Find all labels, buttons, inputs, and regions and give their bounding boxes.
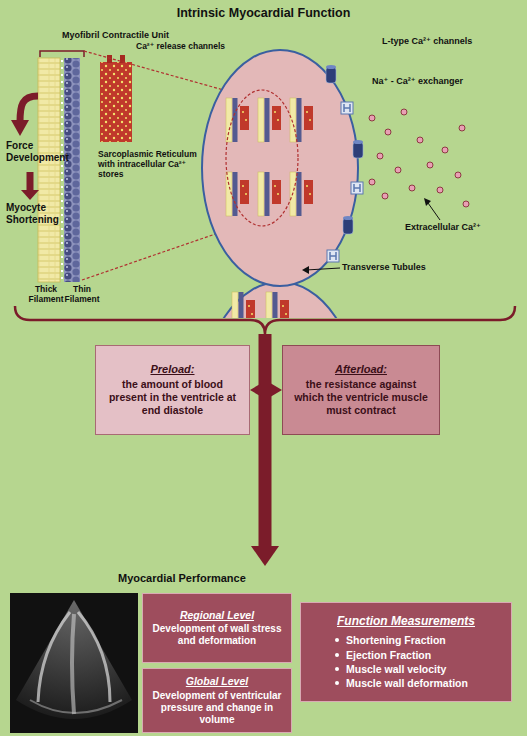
part-label: Extracellular Ca²⁺ — [405, 222, 515, 232]
myocyte-cell — [202, 282, 358, 318]
arrow-head — [424, 198, 431, 206]
zoom-outline — [226, 90, 298, 226]
part-label: Myocardial Performance — [118, 572, 278, 585]
box-heading: Function Measurements — [337, 614, 475, 628]
thick-filament — [38, 58, 60, 282]
box-heading: Afterload: — [335, 363, 387, 376]
arrow-head — [302, 266, 309, 274]
box-heading: Regional Level — [180, 609, 254, 622]
sarcomere-units — [226, 98, 313, 216]
zoom-line — [84, 51, 238, 94]
arrow-head — [21, 190, 39, 200]
sarcoplasmic-reticulum — [100, 62, 132, 142]
part-label: Myocyte Shortening — [6, 202, 70, 225]
release-channel — [107, 55, 112, 63]
list-item: Ejection Fraction — [335, 648, 431, 662]
box-body: Development of ventricular pressure and … — [151, 690, 283, 727]
part-label: L-type Ca²⁺ channels — [382, 36, 522, 46]
part-label: Na⁺ - Ca²⁺ exchanger — [372, 76, 512, 86]
box-heading: Global Level — [186, 675, 248, 688]
diagram-title: Intrinsic Myocardial Function — [0, 6, 527, 20]
calcium-ions — [369, 109, 469, 207]
list-item: Muscle wall deformation — [335, 676, 468, 690]
part-label: Thick Filament — [24, 285, 68, 305]
part-label: Transverse Tubules — [342, 262, 452, 272]
leader-line — [428, 203, 440, 220]
flow-arrow — [259, 334, 272, 548]
text-box: Afterload: the resistance against which t… — [282, 345, 440, 435]
arrow-head — [251, 546, 279, 566]
text-box: Regional LevelDevelopment of wall stress… — [142, 593, 292, 663]
exchangers — [327, 102, 363, 262]
double-arrow — [261, 387, 271, 393]
part-label: Force Development — [6, 140, 70, 163]
cross-bridges — [61, 60, 63, 280]
arrow-head — [11, 120, 29, 136]
box-body: the resistance against which the ventric… — [291, 378, 431, 416]
myocyte-cell — [202, 50, 358, 286]
list-item: Muscle wall velocity — [335, 662, 446, 676]
leader-line — [306, 268, 340, 270]
part-label: Sarcoplasmic Reticulum with intracellula… — [98, 150, 198, 179]
part-label: Ca²⁺ release channels — [136, 42, 231, 52]
text-box: Global LevelDevelopment of ventricular p… — [142, 668, 292, 733]
force-arrow — [20, 96, 38, 122]
unit-bracket — [40, 51, 84, 57]
box-body: the amount of blood present in the ventr… — [104, 378, 241, 416]
box-heading: Preload: — [150, 363, 194, 376]
l-type-channels — [326, 65, 363, 234]
box-body: Development of wall stress and deformati… — [151, 623, 283, 647]
echocardiogram-image — [10, 593, 138, 733]
curly-brace — [15, 306, 515, 334]
part-label: Thin Filament — [62, 285, 102, 305]
thin-filament — [64, 58, 80, 282]
text-box: Function MeasurementsShortening Fraction… — [300, 602, 512, 702]
text-box: Preload: the amount of blood present in t… — [95, 345, 250, 435]
shortening-arrow — [27, 172, 34, 191]
list-item: Shortening Fraction — [335, 633, 446, 647]
part-label: Myofibril Contractile Unit — [62, 30, 222, 40]
